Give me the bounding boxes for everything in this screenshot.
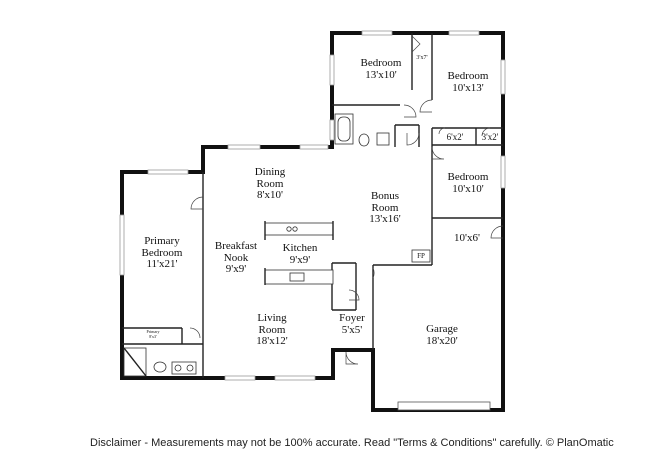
room-name: Bedroom [447,70,489,82]
room-dims: 3'x2' [481,132,499,142]
closet-c-label: 3'x2' [482,132,499,142]
room-dims: 6'x2' [446,132,464,142]
room-name: Bedroom [447,171,489,183]
room-dims: 5'x5' [341,323,363,336]
room-garage: Garage 18'x20' [426,323,458,347]
room-breakfast-nook: Breakfast Nook 9'x9' [208,240,264,276]
room-dining: Dining Room 8'x10' [245,166,295,202]
closet-a-label: 3'x7' [416,55,427,61]
exterior-walls [120,31,505,412]
room-foyer: Foyer 5'x5' [339,312,365,336]
fireplace-label: FP [417,252,425,260]
room-dims: 3'x7' [416,55,428,61]
room-dims: 9'x9' [225,263,247,275]
room-name: Primary Bedroom [141,235,183,259]
room-name: Garage [426,323,458,335]
room-name: Living Room [257,312,287,336]
fireplace-box [411,249,431,263]
room-bonus: Bonus Room 13'x16' [360,190,410,226]
room-bedroom-c: Bedroom 10'x10' [447,171,489,195]
room-dims: 11'x21' [146,258,178,270]
room-name: Dining Room [254,166,286,190]
room-dims: 10'x6' [454,232,480,244]
doors [189,35,504,365]
room-name: Bonus Room [370,190,400,214]
room-dims: 8'x10' [257,189,283,201]
room-primary-bedroom: Primary Bedroom 11'x21' [132,235,192,271]
room-living: Living Room 18'x12' [247,312,297,348]
room-name: Breakfast Nook [214,240,258,264]
room-dims: 10'x10' [452,182,484,195]
windows [119,30,506,411]
room-dims: 8'x3' [149,333,157,339]
room-name: Bedroom [360,57,402,69]
room-name: Foyer [339,312,365,324]
room-name: Kitchen [282,242,318,254]
bathroom-fixtures [123,113,390,377]
closet-b-label: 6'x2' [447,132,464,142]
kitchen-counters [264,221,334,285]
room-dims: 18'x12' [256,335,288,347]
room-bedroom-a: Bedroom 13'x10' [360,57,402,81]
room-dims: 13'x10' [365,68,397,81]
room-kitchen: Kitchen 9'x9' [282,242,318,266]
room-bedroom-b: Bedroom 10'x13' [447,70,489,94]
room-name: Primary [146,329,160,334]
room-dims: 13'x16' [369,213,401,225]
room-dims: 9'x9' [289,253,311,266]
room-dims: 18'x20' [426,334,458,347]
room-primary-closet: Primary 8'x3' [146,329,160,339]
room-dims: 10'x13' [452,81,484,94]
room-utility: 10'x6' [454,232,480,245]
disclaimer-text: Disclaimer - Measurements may not be 100… [90,437,614,449]
